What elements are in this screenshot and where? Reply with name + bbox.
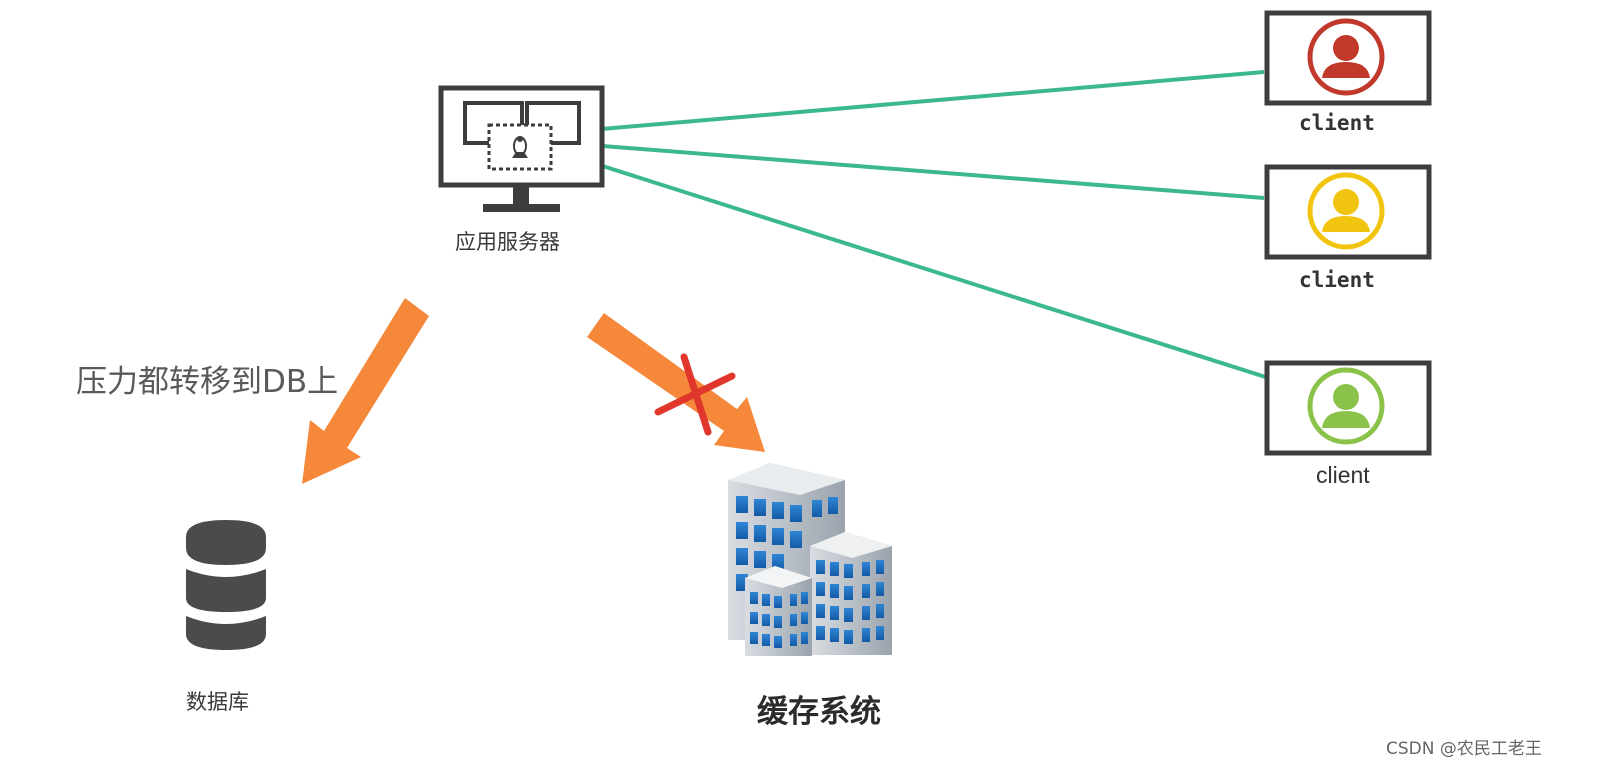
cache-label: 缓存系统 [757, 694, 881, 730]
request-line-client-1 [588, 70, 1265, 136]
flow-arrow-to-database [302, 298, 429, 484]
user-avatar-icon [1307, 18, 1385, 96]
app-server-label: 应用服务器 [455, 230, 560, 254]
client-box-2 [1264, 164, 1432, 260]
request-line-client-3 [588, 159, 1323, 397]
client-box-3 [1264, 360, 1432, 456]
client-label-2: client [1299, 268, 1375, 292]
client-label-3: client [1316, 462, 1370, 488]
request-line-client-2 [588, 139, 1265, 200]
client-label-1: client [1299, 111, 1375, 135]
user-avatar-icon [1307, 172, 1385, 250]
flow-arrow-to-cache [587, 313, 765, 452]
database-label: 数据库 [186, 690, 249, 714]
client-box-1 [1264, 10, 1432, 106]
red-x-icon [654, 353, 736, 436]
linux-server-monitor-icon [438, 85, 605, 212]
user-avatar-icon [1307, 367, 1385, 445]
database-icon [186, 520, 266, 650]
watermark: CSDN @农民工老王 [1386, 739, 1542, 759]
pressure-note: 压力都转移到DB上 [76, 364, 339, 400]
buildings-icon [728, 463, 892, 656]
